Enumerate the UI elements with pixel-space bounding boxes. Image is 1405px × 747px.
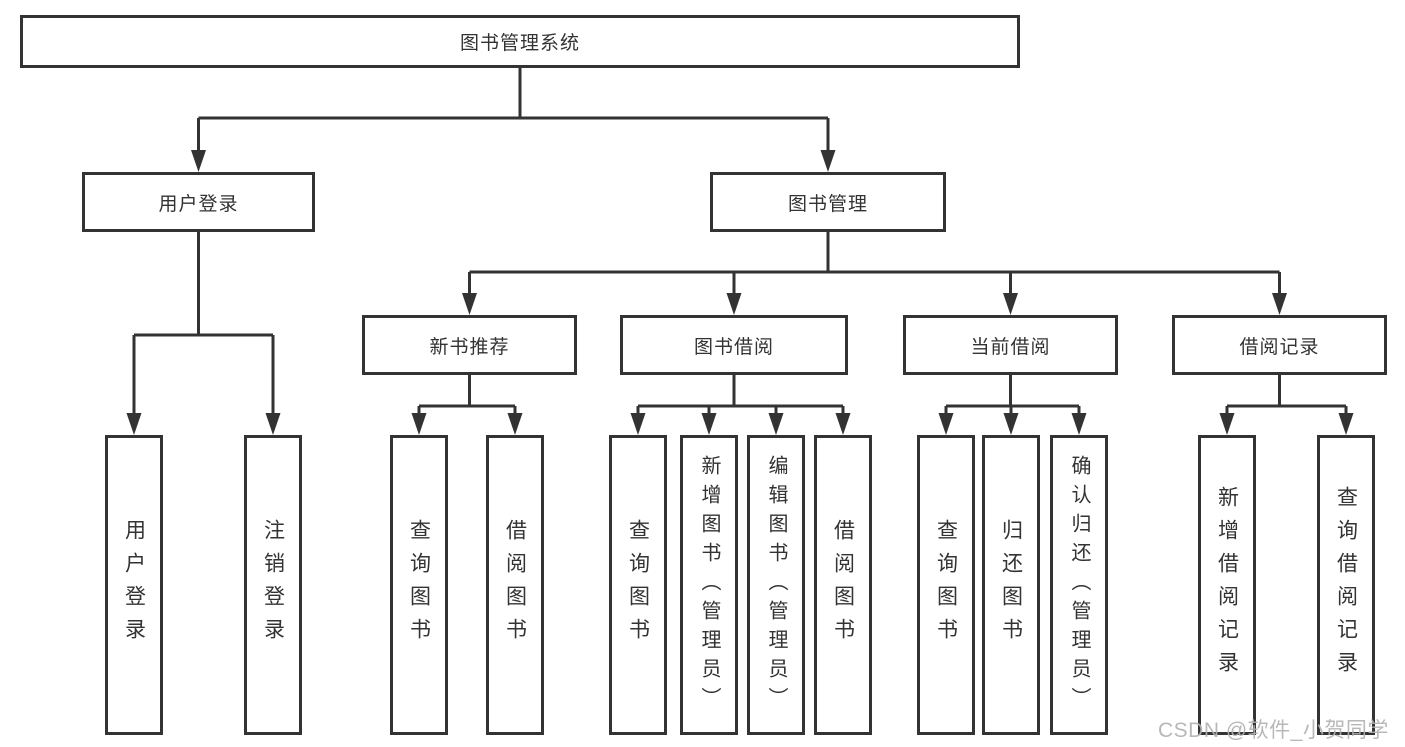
leaf-current-confirm-return-admin: 确认归还（管理员） [1050, 435, 1108, 735]
leaf-borrow-borrow-books: 借阅图书 [814, 435, 872, 735]
node-new-book-recommend: 新书推荐 [362, 315, 577, 375]
leaf-borrow-add-books-admin: 新增图书（管理员） [680, 435, 738, 735]
node-book-borrow: 图书借阅 [620, 315, 848, 375]
csdn-watermark: CSDN @软件_小贺同学 [1158, 719, 1389, 742]
leaf-borrow-query-books: 查询图书 [609, 435, 667, 735]
leaf-record-query: 查询借阅记录 [1317, 435, 1375, 735]
node-library-management-system: 图书管理系统 [20, 15, 1020, 68]
node-borrow-record: 借阅记录 [1172, 315, 1387, 375]
leaf-user-login: 用户登录 [105, 435, 163, 735]
node-user-login: 用户登录 [82, 172, 315, 232]
leaf-current-query-books: 查询图书 [917, 435, 975, 735]
node-book-management: 图书管理 [710, 172, 946, 232]
leaf-recommend-query-books: 查询图书 [390, 435, 448, 735]
leaf-current-return-books: 归还图书 [982, 435, 1040, 735]
leaf-record-add: 新增借阅记录 [1198, 435, 1256, 735]
leaf-logout: 注销登录 [244, 435, 302, 735]
leaf-borrow-edit-books-admin: 编辑图书（管理员） [747, 435, 805, 735]
leaf-recommend-borrow-books: 借阅图书 [486, 435, 544, 735]
arrowheads [126, 150, 1354, 435]
node-current-borrow: 当前借阅 [903, 315, 1118, 375]
